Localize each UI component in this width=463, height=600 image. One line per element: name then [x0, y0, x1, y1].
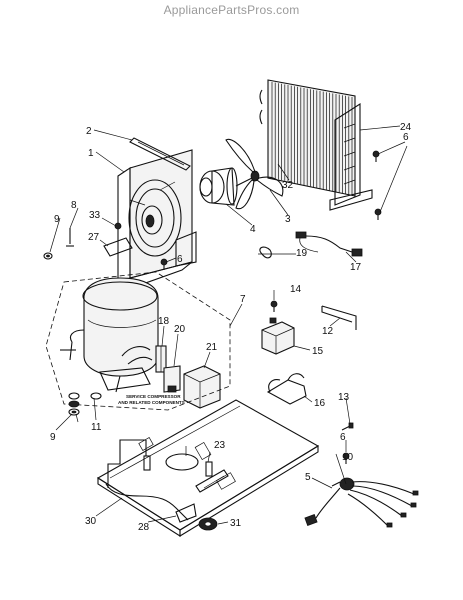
run-capacitor: [183, 365, 221, 409]
pin-8: [66, 228, 74, 247]
callout-28: 28: [138, 522, 150, 533]
screw-6-lower: [342, 452, 350, 464]
condenser-coil: [259, 79, 373, 211]
callout-7: 7: [240, 294, 246, 305]
callout-10: 10: [342, 452, 354, 463]
bar-bracket: [321, 305, 357, 330]
callout-23: 23: [214, 440, 226, 451]
label-plate-27: [103, 237, 133, 257]
callout-4: 4: [250, 224, 256, 235]
gasket-strip: [129, 137, 191, 171]
process-tube: [105, 483, 189, 521]
screw-14: [270, 300, 278, 312]
callout-8: 8: [71, 200, 77, 211]
box-note-line1: SERVICE COMPRESSOR: [126, 394, 181, 399]
overload-protector: [155, 345, 167, 373]
washer-9-upper: [43, 252, 53, 260]
screw-13: [341, 422, 354, 431]
callout-12: 12: [322, 326, 334, 337]
callout-32: 32: [282, 180, 294, 191]
callout-16: 16: [314, 398, 326, 409]
washer-9-lower: [90, 392, 102, 400]
callout-27: 27: [88, 232, 100, 243]
service-compressor-box: [45, 271, 231, 411]
screw-33: [114, 222, 122, 230]
defrost-relay: [261, 317, 295, 355]
wire-clip: [259, 246, 272, 259]
power-cord: [304, 481, 419, 528]
callout-21: 21: [206, 342, 218, 353]
callout-17: 17: [350, 262, 362, 273]
compressor: [60, 277, 159, 393]
screw-6-shroud: [160, 258, 168, 270]
callout-33: 33: [89, 210, 101, 221]
callout-24: 24: [400, 122, 412, 133]
callout-5: 5: [305, 472, 311, 483]
callout-6-lower: 6: [340, 432, 346, 443]
callouts: 2 1 3 4 32 24 6 8 9 33 27 6 7 18 20 21 1…: [50, 122, 412, 533]
fan-shroud: [116, 149, 197, 291]
callout-6-upper: 6: [403, 132, 409, 143]
callout-30: 30: [85, 516, 97, 527]
strain-relief-10: [331, 477, 355, 491]
base-plate: [96, 399, 320, 538]
roller-foot: [198, 517, 218, 531]
screw-6-upper: [372, 150, 382, 220]
callout-1: 1: [88, 148, 94, 159]
wire-harness: [295, 231, 363, 257]
cord-loop: [165, 453, 199, 471]
grommet-11-stack: [68, 392, 80, 416]
callout-14: 14: [290, 284, 302, 295]
box-note-line2: AND RELATED COMPONENTS: [118, 400, 185, 405]
site-watermark: AppliancePartsPros.com: [163, 3, 300, 17]
callout-9-upper: 9: [54, 214, 60, 225]
callout-9-lower: 9: [50, 432, 56, 443]
callout-13: 13: [338, 392, 350, 403]
filter-drier: [195, 469, 229, 493]
callout-3: 3: [285, 214, 291, 225]
relay-bracket: [266, 373, 307, 405]
callout-18: 18: [158, 316, 170, 327]
start-relay: [163, 365, 181, 393]
spacer-23: [143, 455, 213, 477]
callout-6-shroud: 6: [177, 254, 183, 265]
fan-blade: [225, 138, 284, 210]
callout-20: 20: [174, 324, 186, 335]
fan-motor: [199, 167, 253, 206]
bracket: [175, 503, 197, 523]
callout-2: 2: [86, 126, 92, 137]
callout-11: 11: [91, 422, 102, 433]
callout-31: 31: [230, 518, 242, 529]
leader-lines: [49, 125, 408, 525]
callout-15: 15: [312, 346, 324, 357]
callout-19: 19: [296, 248, 308, 259]
